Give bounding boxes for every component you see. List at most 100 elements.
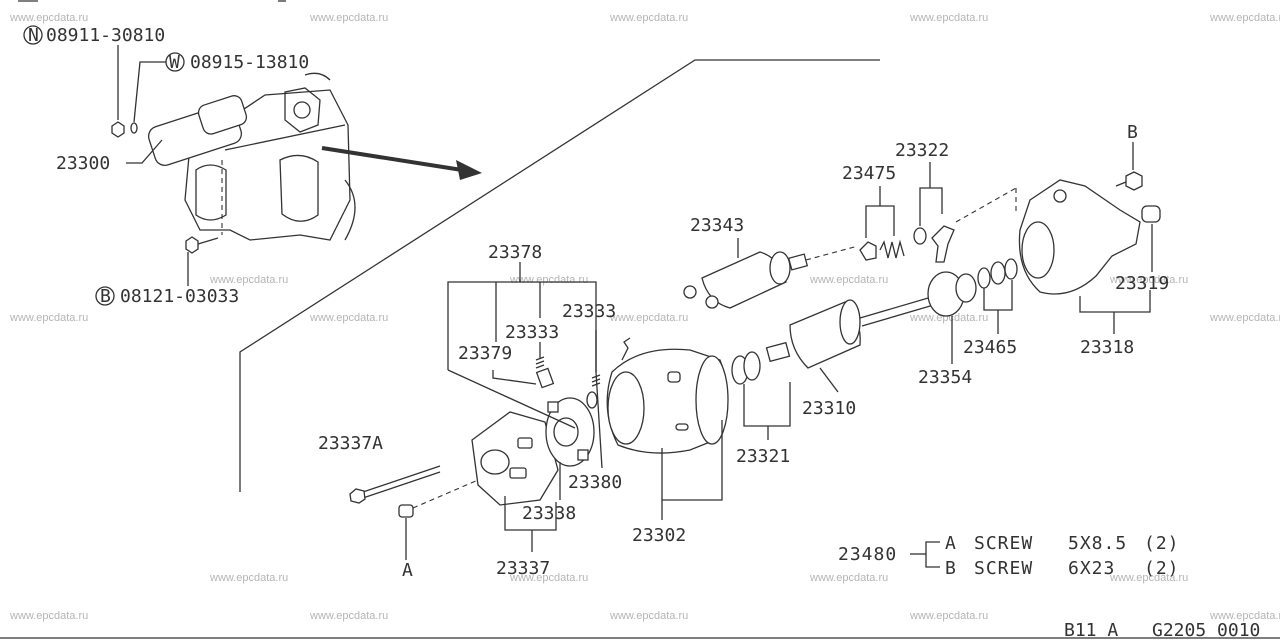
legend-row-b-desc: SCREW bbox=[974, 558, 1033, 579]
pinion-hub bbox=[955, 273, 977, 303]
solenoid-guide bbox=[805, 245, 859, 261]
legend: 23480 A SCREW 5X8.5 (2) B SCREW 6X23 (2) bbox=[838, 533, 1179, 579]
b-callout-code: B bbox=[100, 286, 111, 307]
part-number-23310: 23310 bbox=[802, 398, 856, 419]
n-callout-code: N bbox=[28, 25, 39, 46]
watermark: www.epcdata.ru bbox=[909, 312, 988, 324]
watermark: www.epcdata.ru bbox=[809, 572, 888, 584]
harness-curve bbox=[304, 72, 331, 81]
washer-icon bbox=[130, 122, 138, 134]
leader-line-23379 bbox=[492, 370, 537, 385]
exploded-view-frame bbox=[239, 59, 880, 492]
legend-brace bbox=[925, 541, 940, 568]
part-number-23475: 23475 bbox=[842, 163, 896, 184]
engine-block-outline bbox=[184, 89, 351, 241]
part-number-08915-13810: 08915-13810 bbox=[190, 52, 309, 73]
bushing-23319 bbox=[1141, 205, 1161, 223]
mounting-flange bbox=[284, 87, 321, 133]
watermark: www.epcdata.ru bbox=[909, 610, 988, 622]
screw-b-shank bbox=[1115, 181, 1127, 187]
stop-ring bbox=[977, 267, 991, 289]
solenoid-end bbox=[769, 251, 791, 285]
part-number-23338: 23338 bbox=[522, 503, 576, 524]
legend-row-a-size: 5X8.5 bbox=[1068, 533, 1127, 554]
watermark: www.epcdata.ru bbox=[9, 312, 88, 324]
shift-lever bbox=[931, 225, 955, 263]
part-number-23379: 23379 bbox=[458, 343, 512, 364]
watermark: www.epcdata.ru bbox=[609, 12, 688, 24]
watermark: www.epcdata.ru bbox=[809, 274, 888, 286]
brush-spring bbox=[535, 356, 545, 369]
yoke-pole-screw bbox=[667, 371, 681, 383]
brush-23379 bbox=[535, 367, 555, 389]
flange-hole bbox=[293, 101, 311, 119]
watermark: www.epcdata.ru bbox=[1209, 312, 1280, 324]
ref-a-label: A bbox=[402, 560, 413, 581]
part-number-08911-30810: 08911-30810 bbox=[46, 25, 165, 46]
lever-guide bbox=[955, 187, 1017, 223]
leader-lines bbox=[447, 162, 1153, 552]
part-number-23378: 23378 bbox=[488, 242, 542, 263]
engine-housing-curve bbox=[195, 164, 227, 221]
exploded-parts bbox=[349, 142, 1161, 560]
leader-line bbox=[126, 139, 163, 164]
armature-shaft bbox=[861, 303, 938, 327]
plunger-spring bbox=[879, 239, 905, 259]
part-number-23302: 23302 bbox=[632, 525, 686, 546]
leader-bracket-23322 bbox=[919, 187, 943, 226]
footer-model: B11 A bbox=[1064, 620, 1118, 640]
engine-housing-curve bbox=[279, 154, 319, 222]
through-bolt-head-icon bbox=[349, 488, 366, 504]
rear-cover-slot bbox=[517, 437, 533, 449]
armature-shaft-end bbox=[765, 341, 791, 363]
watermark: www.epcdata.ru bbox=[209, 274, 288, 286]
solenoid-terminal bbox=[705, 295, 719, 309]
leader-line bbox=[447, 369, 576, 429]
brush-block bbox=[547, 401, 559, 413]
part-number-23300: 23300 bbox=[56, 153, 110, 174]
gear-case-boss bbox=[1053, 189, 1067, 203]
watermark: www.epcdata.ru bbox=[609, 610, 688, 622]
w-callout-code: W bbox=[169, 52, 180, 73]
yoke-rear-ring bbox=[695, 355, 729, 445]
part-number-08121-03033: 08121-03033 bbox=[120, 286, 239, 307]
stop-ring bbox=[990, 261, 1006, 285]
lever-washer bbox=[913, 227, 927, 245]
legend-row-a-desc: SCREW bbox=[974, 533, 1033, 554]
yoke-pole-screw bbox=[675, 423, 689, 431]
engine-edge-curve bbox=[344, 179, 356, 241]
watermark: www.epcdata.ru bbox=[309, 312, 388, 324]
yoke-lead-wire bbox=[621, 337, 631, 361]
bolt-icon bbox=[185, 236, 199, 254]
legend-row-a-key: A bbox=[945, 533, 957, 554]
legend-row-b-size: 6X23 bbox=[1068, 558, 1115, 579]
armature-commutator bbox=[839, 299, 861, 345]
leader-bracket-23337 bbox=[504, 496, 557, 531]
part-number-23354: 23354 bbox=[918, 367, 972, 388]
stop-ring bbox=[1004, 258, 1018, 280]
rear-cover-slot bbox=[509, 467, 527, 479]
watermark: www.epcdata.ru bbox=[1109, 572, 1188, 584]
part-number-23321: 23321 bbox=[736, 446, 790, 467]
footer-code: G2205 0010 bbox=[1152, 620, 1260, 640]
watermark: www.epcdata.ru bbox=[1209, 610, 1280, 622]
leader-bracket-23378 bbox=[447, 281, 597, 372]
leader-line-23380 bbox=[595, 330, 603, 469]
ref-b-label: B bbox=[1127, 122, 1138, 143]
leader-line-23310 bbox=[819, 367, 839, 393]
watermark: www.epcdata.ru bbox=[9, 12, 88, 24]
brush-holder-hub bbox=[553, 417, 579, 447]
view-arrow-shaft bbox=[321, 146, 463, 172]
solenoid-terminal bbox=[683, 285, 697, 299]
legend-row-b-key: B bbox=[945, 558, 957, 579]
through-bolt-shank bbox=[359, 465, 441, 494]
leader-bracket-23302 bbox=[661, 420, 723, 501]
brush-23380 bbox=[586, 391, 598, 409]
screw-a-icon bbox=[398, 504, 414, 518]
b-callout-circle bbox=[95, 286, 115, 306]
watermark: www.epcdata.ru bbox=[1109, 274, 1188, 286]
through-bolt-shank bbox=[359, 471, 441, 500]
leader-bracket-23318 bbox=[1079, 290, 1151, 313]
legend-part-number: 23480 bbox=[838, 544, 897, 565]
part-number-23380: 23380 bbox=[568, 472, 622, 493]
